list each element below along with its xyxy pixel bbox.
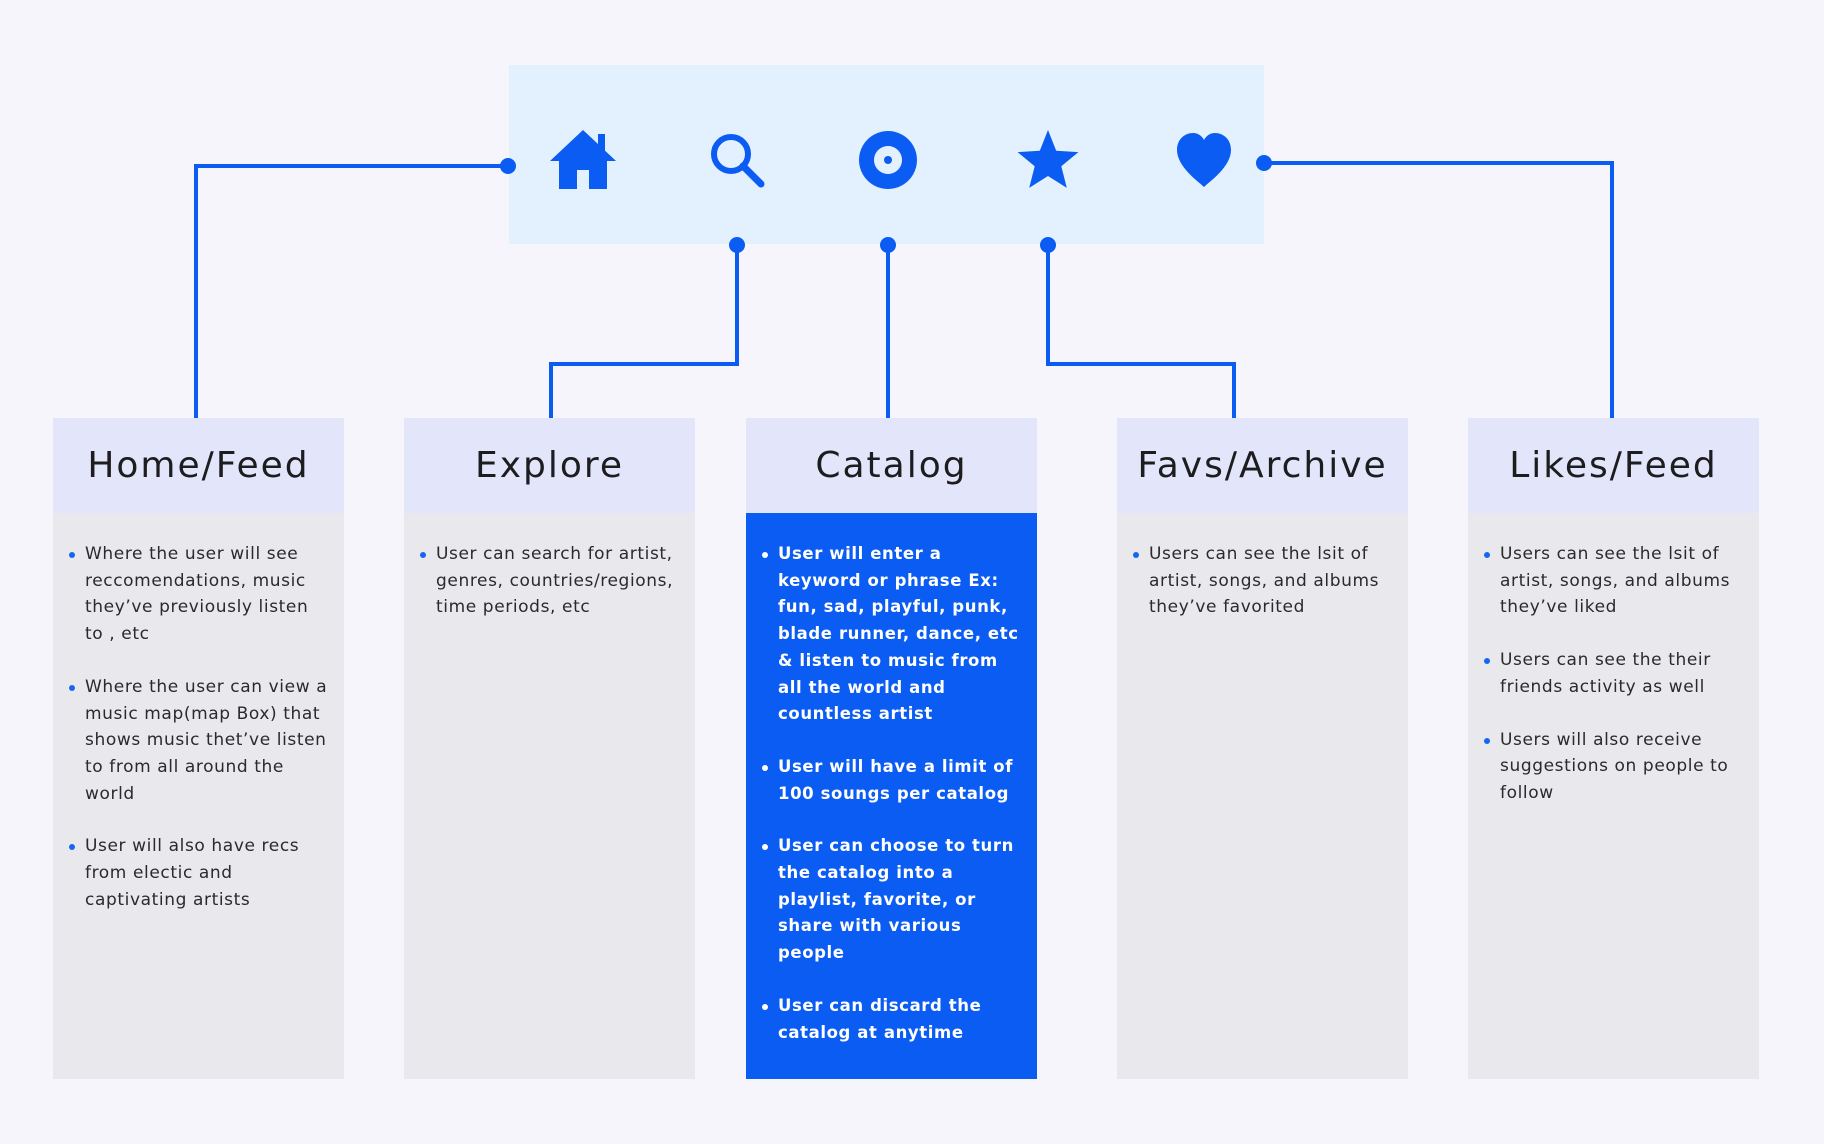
section-card-explore: Explore User can search for artist, genr… [404,418,695,1079]
bullet-item: Users will also receive suggestions on p… [1482,727,1745,807]
connector-dot-favs [1040,237,1056,253]
bullet-list: User will enter a keyword or phrase Ex: … [760,541,1023,1046]
section-card-likes-feed: Likes/Feed Users can see the lsit of art… [1468,418,1759,1079]
section-card-favs-archive: Favs/Archive Users can see the lsit of a… [1117,418,1408,1079]
section-card-home-feed: Home/Feed Where the user will see reccom… [53,418,344,1079]
bullet-item: Where the user will see reccomendations,… [67,541,330,648]
connector-dot-explore [729,237,745,253]
card-title: Likes/Feed [1509,445,1718,486]
card-body: Users can see the lsit of artist, songs,… [1468,513,1759,807]
connector-favs-archive [1046,245,1236,418]
card-body: Users can see the lsit of artist, songs,… [1117,513,1408,621]
connector-dot-home [500,158,516,174]
card-body: User will enter a keyword or phrase Ex: … [746,513,1037,1046]
home-icon[interactable] [548,125,618,195]
bullet-item: User will also have recs from electic an… [67,833,330,913]
bullet-item: User can discard the catalog at anytime [760,993,1023,1046]
card-header: Home/Feed [53,418,344,513]
bullet-list: Users can see the lsit of artist, songs,… [1131,541,1394,621]
connector-home-feed [194,164,508,418]
card-title: Home/Feed [87,445,310,486]
bullet-list: Users can see the lsit of artist, songs,… [1482,541,1745,807]
bullet-item: User will enter a keyword or phrase Ex: … [760,541,1023,728]
card-title: Favs/Archive [1137,445,1388,486]
connector-likes-feed [1264,161,1614,418]
bullet-item: User can search for artist, genres, coun… [418,541,681,621]
card-title: Explore [474,445,625,486]
connector-dot-likes [1256,155,1272,171]
card-header: Catalog [746,418,1037,513]
search-icon[interactable] [702,125,772,195]
card-title: Catalog [815,445,968,486]
card-header: Explore [404,418,695,513]
star-icon[interactable] [1013,125,1083,195]
card-header: Likes/Feed [1468,418,1759,513]
bullet-item: Users can see the their friends activity… [1482,647,1745,700]
bullet-item: User will have a limit of 100 soungs per… [760,754,1023,807]
heart-icon[interactable] [1169,125,1239,195]
connector-dot-catalog [880,237,896,253]
card-header: Favs/Archive [1117,418,1408,513]
card-body: Where the user will see reccomendations,… [53,513,344,913]
bullet-list: Where the user will see reccomendations,… [67,541,330,913]
bullet-item: User can choose to turn the catalog into… [760,833,1023,967]
connector-explore [549,245,739,418]
bullet-item: Where the user can view a music map(map … [67,674,330,808]
disc-icon[interactable] [853,125,923,195]
bullet-item: Users can see the lsit of artist, songs,… [1482,541,1745,621]
bottom-nav-bar [509,65,1264,244]
section-card-catalog: Catalog User will enter a keyword or phr… [746,418,1037,1079]
card-body: User can search for artist, genres, coun… [404,513,695,621]
bullet-list: User can search for artist, genres, coun… [418,541,681,621]
bullet-item: Users can see the lsit of artist, songs,… [1131,541,1394,621]
